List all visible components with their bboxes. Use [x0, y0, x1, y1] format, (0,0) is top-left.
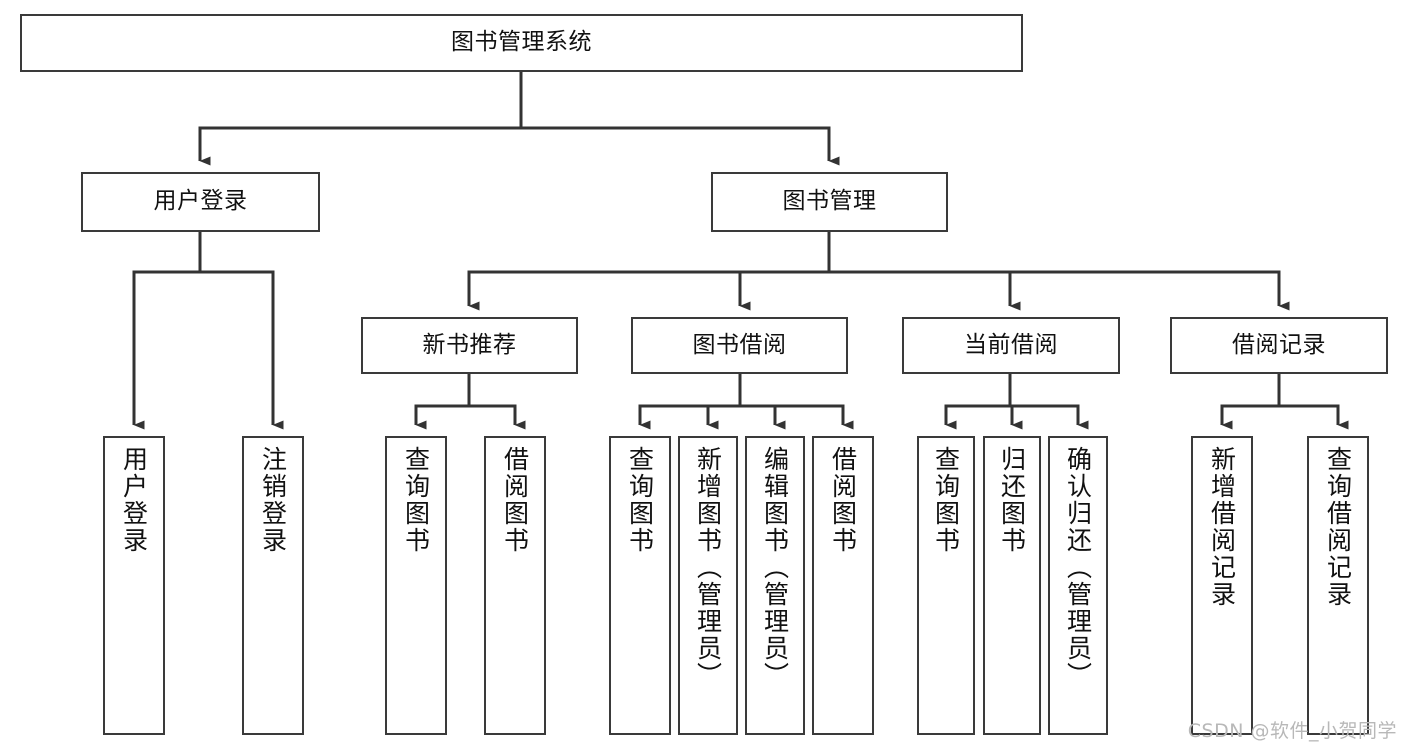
node-leaf-add-book-label: 新增图书（管理员）	[693, 446, 723, 689]
node-leaf-user-login[interactable]: 用户登录	[103, 436, 165, 735]
node-leaf-confirm-return[interactable]: 确认归还（管理员）	[1048, 436, 1108, 735]
node-leaf-query-book-2[interactable]: 查询图书	[609, 436, 671, 735]
node-leaf-user-login-label: 用户登录	[119, 446, 149, 554]
node-user-login-label: 用户登录	[153, 188, 248, 215]
node-new-book-recommend-label: 新书推荐	[422, 331, 517, 358]
node-leaf-query-book-3[interactable]: 查询图书	[917, 436, 975, 735]
node-leaf-borrow-book-2-label: 借阅图书	[828, 446, 858, 554]
node-leaf-user-logout-label: 注销登录	[258, 446, 288, 554]
node-leaf-return-book[interactable]: 归还图书	[983, 436, 1041, 735]
node-book-borrow-label: 图书借阅	[692, 331, 787, 358]
node-user-login[interactable]: 用户登录	[81, 172, 320, 232]
node-current-borrow[interactable]: 当前借阅	[902, 317, 1120, 374]
node-borrow-record[interactable]: 借阅记录	[1170, 317, 1388, 374]
node-root-label: 图书管理系统	[451, 29, 592, 56]
node-book-manage[interactable]: 图书管理	[711, 172, 948, 232]
node-leaf-borrow-book-1[interactable]: 借阅图书	[484, 436, 546, 735]
node-leaf-query-record-label: 查询借阅记录	[1323, 446, 1353, 608]
watermark: CSDN @软件_小贺同学	[1187, 720, 1397, 742]
node-leaf-query-book-1[interactable]: 查询图书	[385, 436, 447, 735]
node-new-book-recommend[interactable]: 新书推荐	[361, 317, 578, 374]
node-leaf-confirm-return-label: 确认归还（管理员）	[1063, 446, 1093, 689]
node-leaf-borrow-book-1-label: 借阅图书	[500, 446, 530, 554]
node-book-borrow[interactable]: 图书借阅	[631, 317, 848, 374]
node-leaf-edit-book[interactable]: 编辑图书（管理员）	[745, 436, 805, 735]
node-leaf-add-book[interactable]: 新增图书（管理员）	[678, 436, 738, 735]
node-book-manage-label: 图书管理	[782, 188, 877, 215]
node-leaf-return-book-label: 归还图书	[997, 446, 1027, 554]
node-root[interactable]: 图书管理系统	[20, 14, 1023, 72]
node-borrow-record-label: 借阅记录	[1232, 331, 1326, 358]
node-leaf-add-record-label: 新增借阅记录	[1207, 446, 1237, 608]
node-leaf-query-book-3-label: 查询图书	[931, 446, 961, 554]
node-leaf-query-book-2-label: 查询图书	[625, 446, 655, 554]
node-leaf-query-book-1-label: 查询图书	[401, 446, 431, 554]
node-leaf-user-logout[interactable]: 注销登录	[242, 436, 304, 735]
node-current-borrow-label: 当前借阅	[964, 331, 1058, 358]
node-leaf-query-record[interactable]: 查询借阅记录	[1307, 436, 1369, 735]
node-leaf-borrow-book-2[interactable]: 借阅图书	[812, 436, 874, 735]
node-leaf-edit-book-label: 编辑图书（管理员）	[760, 446, 790, 689]
node-leaf-add-record[interactable]: 新增借阅记录	[1191, 436, 1253, 735]
